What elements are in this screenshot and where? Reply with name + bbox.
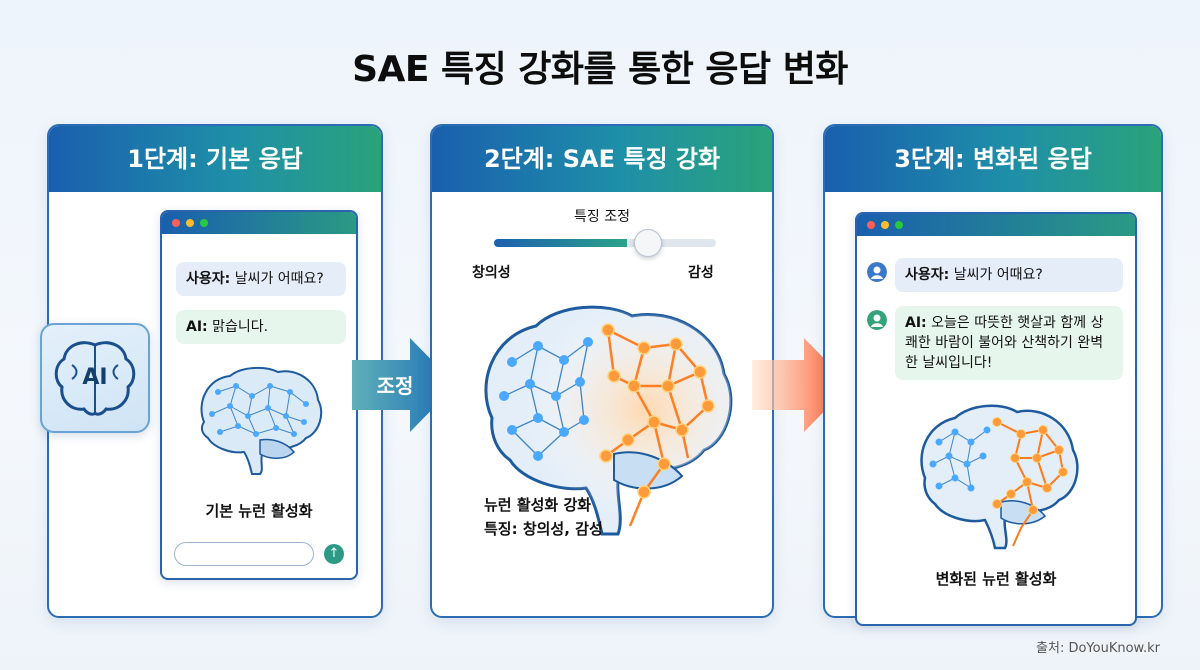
- user-message: 사용자: 날씨가 어때요?: [895, 258, 1123, 292]
- slider-title: 특징 조정: [574, 209, 630, 225]
- close-dot-icon[interactable]: [867, 221, 875, 229]
- stage-2-panel: 2단계: SAE 특징 강화 특징 조정 창의성 감성: [430, 124, 774, 618]
- stage-3-heading: 3단계: 변화된 응답: [825, 126, 1161, 192]
- ai-text: 오늘은 따뜻한 햇살과 함께 상쾌한 바람이 불어와 산책하기 완벽한 날씨입니…: [905, 315, 1104, 371]
- stage-3-caption: 변화된 뉴런 활성화: [935, 570, 1057, 588]
- ai-avatar-icon: [867, 310, 887, 330]
- stage-2-caption-line1: 뉴런 활성화 강화: [484, 496, 592, 514]
- chat-window-basic: 사용자: 날씨가 어때요? AI: 맑습니다. 기본 뉴런 활성화 ↑: [160, 210, 358, 580]
- stage-1-caption: 기본 뉴런 활성화: [205, 502, 313, 520]
- chat-window-changed: 사용자: 날씨가 어때요? AI: 오늘은 따뜻한 햇살과 함께 상쾌한 바람이…: [855, 212, 1137, 626]
- ai-badge-label: AI: [82, 365, 108, 390]
- slider-left-label: 창의성: [472, 265, 511, 281]
- ai-brain-icon: [54, 341, 136, 416]
- ai-prefix: AI:: [905, 315, 927, 331]
- user-prefix: 사용자:: [905, 267, 950, 283]
- feature-slider-track[interactable]: [494, 239, 716, 247]
- chat-input[interactable]: [174, 542, 314, 566]
- close-dot-icon[interactable]: [172, 219, 180, 227]
- user-prefix: 사용자:: [186, 271, 231, 287]
- ai-message: AI: 맑습니다.: [176, 310, 346, 344]
- maximize-dot-icon[interactable]: [895, 221, 903, 229]
- user-text: 날씨가 어때요?: [230, 271, 324, 287]
- stage-2-heading: 2단계: SAE 특징 강화: [432, 126, 772, 192]
- maximize-dot-icon[interactable]: [200, 219, 208, 227]
- brain-icon: [484, 305, 733, 536]
- minimize-dot-icon[interactable]: [881, 221, 889, 229]
- page-title: SAE 특징 강화를 통한 응답 변화: [352, 49, 848, 90]
- brain-icon: [920, 404, 1079, 550]
- ai-prefix: AI:: [186, 319, 208, 335]
- user-message: 사용자: 날씨가 어때요?: [176, 262, 346, 296]
- slider-right-label: 감성: [688, 265, 714, 281]
- user-avatar-icon: [867, 262, 887, 282]
- send-icon[interactable]: ↑: [324, 544, 344, 564]
- ai-badge: AI: [40, 323, 150, 433]
- source-credit: 출처: DoYouKnow.kr: [1036, 641, 1160, 656]
- user-text: 날씨가 어때요?: [949, 267, 1043, 283]
- stage-1-heading: 1단계: 기본 응답: [49, 126, 381, 192]
- ai-text: 맑습니다.: [207, 319, 269, 335]
- ai-message: AI: 오늘은 따뜻한 햇살과 함께 상쾌한 바람이 불어와 산책하기 완벽한 …: [895, 306, 1123, 380]
- minimize-dot-icon[interactable]: [186, 219, 194, 227]
- brain-icon: [200, 366, 323, 475]
- adjust-arrow-label: 조정: [376, 374, 414, 398]
- window-titlebar: [857, 214, 1135, 236]
- stage-2-caption-line2: 특징: 창의성, 감성: [484, 520, 603, 538]
- window-titlebar: [162, 212, 356, 234]
- feature-slider-knob[interactable]: [634, 229, 662, 257]
